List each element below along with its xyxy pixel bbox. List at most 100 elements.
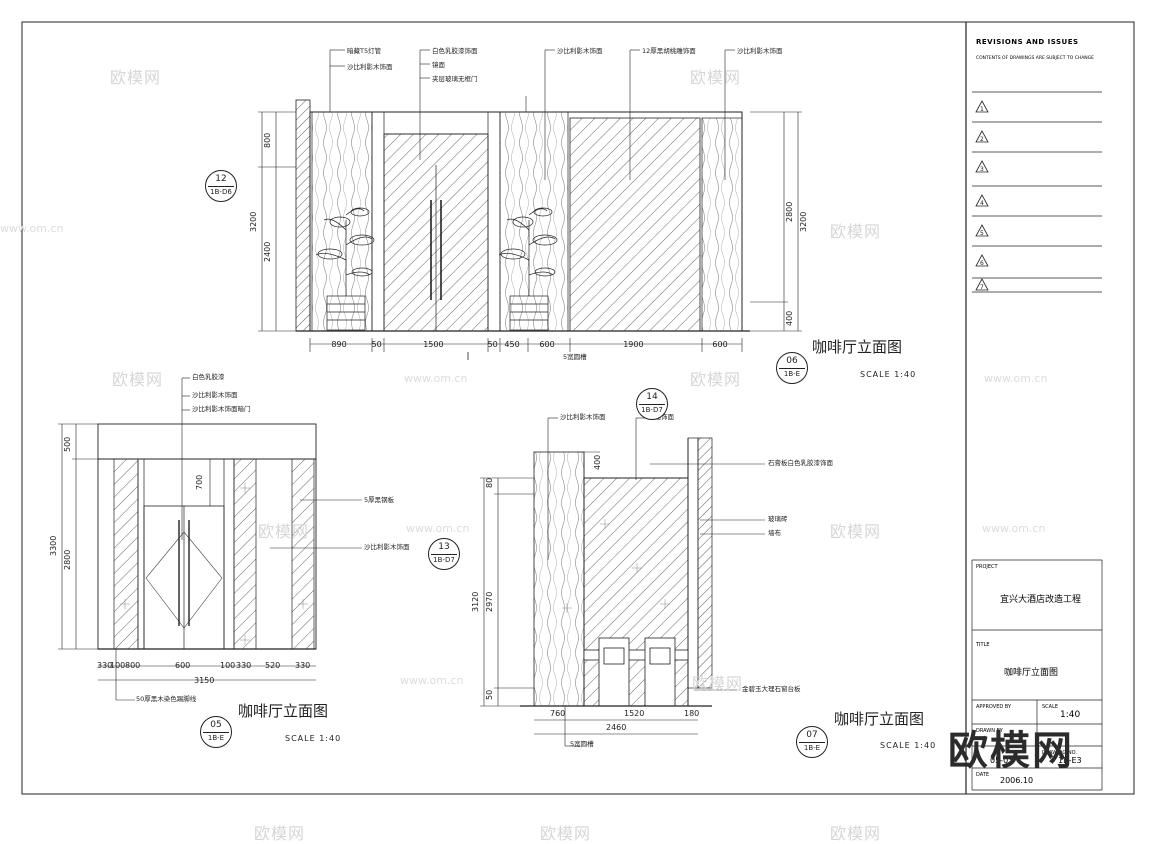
elev07-ref-mark-num: 07	[806, 730, 818, 740]
elev05-dim-inner: 700	[195, 474, 204, 490]
elev07-dim-left: 2970	[485, 591, 494, 612]
elev06-ref-mark-num: 06	[786, 356, 798, 366]
elev06-dim: 450	[504, 340, 520, 349]
elev06-dim: 50	[487, 340, 498, 349]
elev06-title: 咖啡厅立面图	[812, 338, 903, 356]
elevation-07	[480, 417, 765, 747]
scale-value: 1:40	[1060, 710, 1081, 720]
elev07-label: 沙比利影木饰面	[560, 413, 606, 421]
elev07-ref-mark: 07 1B-E	[796, 726, 828, 758]
drawn-label: DRAWN BY	[976, 728, 1003, 734]
elev06-dim: 600	[539, 340, 555, 349]
elev05-dim: 520	[265, 661, 281, 670]
revision-triangle	[975, 224, 989, 237]
elev06-dim-right: 400	[785, 310, 794, 326]
elev07-callout-top-sheet: 1B-D7	[641, 406, 663, 414]
revision-number: 3	[980, 166, 984, 173]
elev07-ref-mark-sheet: 1B-E	[803, 744, 821, 752]
elev05-ref-mark: 05 1B-E	[200, 716, 232, 748]
approved-label: APPROVED BY	[976, 704, 1012, 710]
elev06-label: 镜面	[432, 61, 445, 69]
elev07-label: 墙布	[768, 529, 781, 537]
elev05-dim: 600	[175, 661, 191, 670]
elev05-dim-left: 2800	[63, 549, 72, 570]
revisions-sub: CONTENTS OF DRAWINGS ARE SUBJECT TO CHAN…	[976, 56, 1094, 61]
sheet-label: DRAWING NO.	[1042, 750, 1077, 756]
elev06-dim: 600	[712, 340, 728, 349]
revision-number: 4	[980, 200, 984, 207]
elev06-label: 暗藏T5灯管	[347, 47, 382, 55]
elev06-dim: 1500	[423, 340, 444, 349]
elev05-label: 沙比利影木饰面暗门	[192, 405, 251, 413]
elev07-callout-top-num: 14	[646, 392, 658, 402]
elev05-label: 白色乳胶漆	[192, 373, 225, 381]
elev05-dim: 100	[110, 661, 126, 670]
date-label: DATE	[976, 772, 990, 778]
elev06-dim: 890	[331, 340, 347, 349]
date-value: 2006.10	[1000, 776, 1034, 785]
revision-triangle	[975, 160, 989, 173]
elev07-note: 5宽圆槽	[570, 740, 594, 748]
revision-number: 5	[980, 230, 984, 237]
elev05-dim-left: 500	[63, 436, 72, 452]
sheet-value: 1B-E3	[1058, 756, 1082, 765]
elev05-dim: 330	[97, 661, 113, 670]
elev05-ref-mark-num: 05	[210, 720, 222, 730]
brand-logo: 欧模网	[948, 728, 1074, 774]
revision-triangle	[975, 130, 989, 143]
elevation-05	[58, 377, 362, 701]
revision-number: 6	[980, 260, 984, 267]
scale-label: SCALE	[1042, 704, 1059, 710]
revision-triangle	[975, 100, 989, 113]
elev07-callout-left-sheet: 1B-D7	[433, 556, 455, 564]
elev06-dim: 50	[371, 340, 382, 349]
elev07-dim-total: 2460	[606, 723, 627, 732]
elev06-note: 5宽圆槽	[563, 353, 587, 361]
elev07-dim-left: 50	[485, 689, 494, 700]
elev06-label: 沙比利影木饰面	[557, 47, 603, 55]
elev05-dim: 100	[220, 661, 236, 670]
elev07-callout-left: 13 1B-D7	[428, 538, 460, 570]
title-label: TITLE	[976, 642, 990, 648]
revision-triangle	[975, 194, 989, 207]
elev06-label: 沙比利影木饰面	[347, 63, 393, 71]
elev06-dim-left: 3200	[249, 211, 258, 232]
elev07-scale: SCALE 1:40	[880, 741, 937, 750]
elev05-dim: 330	[236, 661, 252, 670]
sheet-border	[21, 21, 1135, 795]
elev07-dim: 760	[550, 709, 566, 718]
elev06-label: 夹层玻璃无框门	[432, 75, 478, 83]
elev05-ref-mark-sheet: 1B-E	[207, 734, 225, 742]
elevation-06	[258, 49, 802, 360]
elev05-scale: SCALE 1:40	[285, 734, 342, 743]
elev07-label: 玻璃砖	[768, 515, 788, 523]
elev06-scale: SCALE 1:40	[860, 370, 917, 379]
elev06-callout-sheet: 1B-D6	[210, 188, 232, 196]
elev07-label: 金碧玉大理石窗台板	[742, 685, 801, 693]
revisions-header: REVISIONS AND ISSUES	[976, 38, 1079, 46]
project-name: 宜兴大酒店改造工程	[1000, 595, 1082, 605]
elev05-dim-total: 3150	[194, 676, 215, 685]
elev06-dim-right: 3200	[799, 211, 808, 232]
revision-number: 2	[980, 136, 984, 143]
project-label: PROJECT	[976, 564, 998, 570]
elev06-label: 白色乳胶漆饰面	[432, 47, 478, 55]
elev07-callout-left-num: 13	[438, 542, 450, 552]
elev05-label: 沙比利影木饰面	[364, 543, 410, 551]
elev06-ref-mark: 06 1B-E	[776, 352, 808, 384]
elev07-dim-left: 80	[485, 477, 494, 488]
elev06-label: 沙比利影木饰面	[737, 47, 783, 55]
drawn-value: 05-03	[990, 756, 1014, 765]
revision-number: 7	[980, 284, 984, 291]
elev07-label: 石膏板白色乳胶漆饰面	[768, 459, 833, 467]
elev07-title: 咖啡厅立面图	[834, 710, 925, 728]
elev06-dim-left: 2400	[263, 241, 272, 262]
elev07-callout-top: 14 1B-D7	[636, 388, 668, 420]
elev06-ref-mark-sheet: 1B-E	[783, 370, 801, 378]
elev07-dim: 180	[684, 709, 700, 718]
elev06-dim-left: 800	[263, 132, 272, 148]
